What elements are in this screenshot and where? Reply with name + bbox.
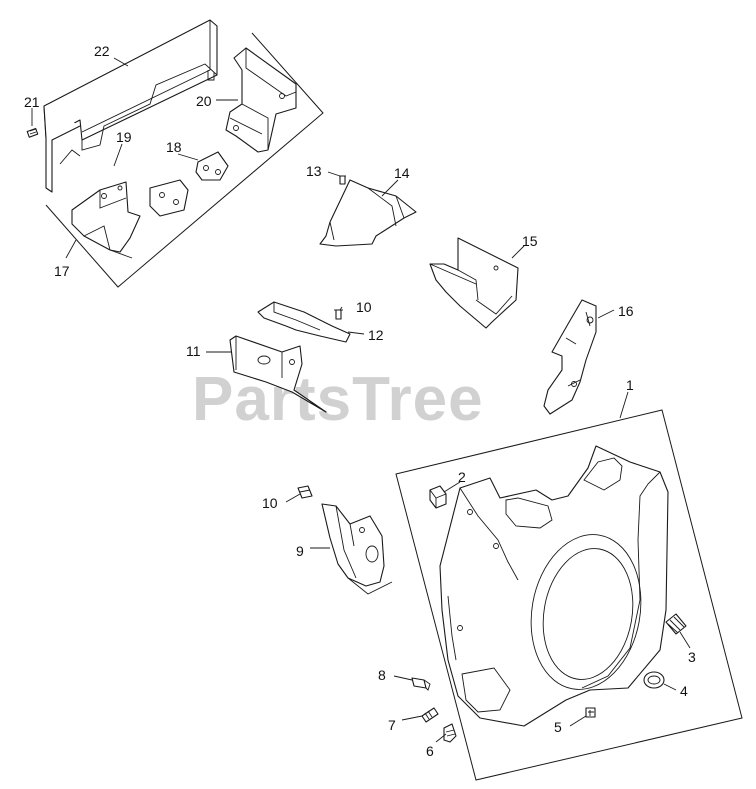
part-4-plug[interactable] <box>643 671 665 689</box>
callout-1: 1 <box>626 377 634 393</box>
part-7-screw[interactable] <box>421 707 439 723</box>
part-3-spring[interactable] <box>665 613 687 635</box>
callout-20: 20 <box>196 93 212 109</box>
part-21-screw[interactable] <box>26 127 39 138</box>
callout-10-upper: 10 <box>356 299 372 315</box>
callout-17: 17 <box>54 263 70 279</box>
part-10-screw-upper[interactable] <box>334 309 343 320</box>
callout-5: 5 <box>554 719 562 735</box>
part-9-bracket[interactable] <box>321 503 393 595</box>
part-18-plates[interactable] <box>149 151 229 217</box>
callout-15: 15 <box>522 233 538 249</box>
group-frame-housing <box>395 409 743 781</box>
watermark: PartsTree <box>192 365 484 434</box>
callout-11: 11 <box>186 343 201 359</box>
callout-9: 9 <box>296 543 304 559</box>
part-13-screw[interactable] <box>339 175 346 185</box>
callout-19: 19 <box>116 129 132 145</box>
part-2-clip[interactable] <box>429 485 447 509</box>
callout-18: 18 <box>166 139 182 155</box>
part-19-bracket[interactable] <box>71 181 141 259</box>
callout-4: 4 <box>680 683 688 699</box>
group-frame-upper <box>45 32 324 288</box>
callout-2: 2 <box>458 469 466 485</box>
part-10-screw-lower[interactable] <box>297 485 313 499</box>
callout-22: 22 <box>94 43 110 59</box>
part-20-bracket[interactable] <box>225 47 297 153</box>
part-15-duct[interactable] <box>429 237 519 329</box>
callout-21: 21 <box>24 94 40 110</box>
part-14-cover[interactable] <box>319 179 417 247</box>
callout-3: 3 <box>688 649 696 665</box>
callout-13: 13 <box>306 163 322 179</box>
part-6-stud[interactable] <box>443 723 457 743</box>
part-12-plate[interactable] <box>257 301 351 343</box>
leader-lines <box>31 57 691 743</box>
callout-7: 7 <box>388 717 396 733</box>
part-8-screw[interactable] <box>411 677 431 691</box>
part-11-panel[interactable] <box>229 335 327 413</box>
part-5-clip[interactable] <box>585 707 596 718</box>
part-22-shroud-panel[interactable] <box>43 19 218 193</box>
callout-16: 16 <box>618 303 634 319</box>
callout-6: 6 <box>426 743 434 759</box>
part-16-bracket[interactable] <box>543 299 597 415</box>
callout-10-lower: 10 <box>262 495 278 511</box>
callout-14: 14 <box>394 165 410 181</box>
part-17-link <box>59 149 81 165</box>
callout-12: 12 <box>368 327 384 343</box>
part-1-blower-housing[interactable] <box>439 445 669 727</box>
callout-8: 8 <box>378 667 386 683</box>
